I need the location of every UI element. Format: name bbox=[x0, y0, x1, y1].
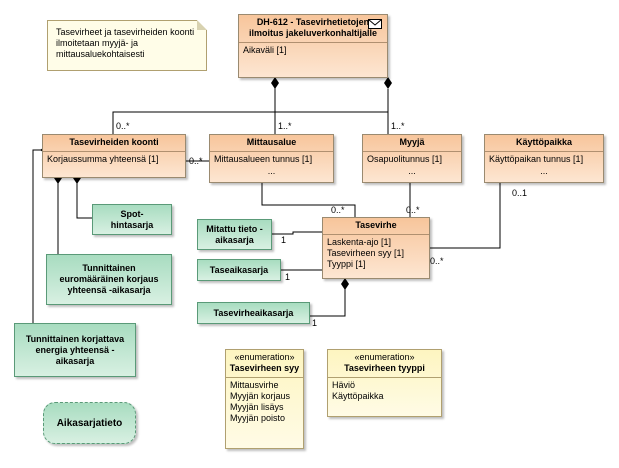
series-taseaikasarja[interactable]: Taseaikasarja bbox=[197, 259, 281, 281]
enum-syy-stereotype: «enumeration» bbox=[234, 352, 295, 362]
mittausalue-tasevirhe-line bbox=[261, 183, 356, 217]
class-mittausalue[interactable]: Mittausalue Mittausalueen tunnus [1] ... bbox=[209, 134, 334, 183]
mult-kayttopaikka-end: 0..1 bbox=[512, 188, 528, 198]
series-euro-label: Tunnittainen euromääräinen korjaus yhtee… bbox=[59, 263, 159, 295]
tasevirhe-mitattu-line bbox=[272, 231, 322, 235]
series-korjattava-energia[interactable]: Tunnittainen korjattava energia yhteensä… bbox=[14, 323, 136, 377]
mult-mitattu-end: 1 bbox=[281, 235, 287, 245]
attribute-kayttopaikan-tunnus: Käyttöpaikan tunnus [1] bbox=[485, 151, 603, 167]
class-name-koonti: Tasevirheiden koonti bbox=[69, 137, 159, 147]
diamond-main-myyja bbox=[384, 77, 392, 89]
koonti-spot-line bbox=[76, 178, 92, 219]
series-spot-hintasarja[interactable]: Spot-hintasarja bbox=[92, 204, 172, 235]
attribute-osapuolitunnus: Osapuolitunnus [1] bbox=[363, 151, 461, 167]
envelope-icon bbox=[368, 19, 382, 29]
enum-tasevirheen-syy[interactable]: «enumeration» Tasevirheen syy Mittausvir… bbox=[225, 349, 304, 449]
attribute-mittausalueen-tunnus: Mittausalueen tunnus [1] bbox=[210, 151, 333, 167]
attribute-laskenta-ajo: Laskenta-ajo [1] bbox=[327, 237, 392, 247]
enum-syy-name: Tasevirheen syy bbox=[229, 363, 300, 373]
class-name-mittausalue: Mittausalue bbox=[246, 137, 297, 147]
diamond-tasevirhe-series bbox=[341, 278, 349, 290]
mult-koonti-mittausalue: 0..* bbox=[189, 156, 203, 166]
attribute-tyyppi: Tyyppi [1] bbox=[327, 259, 366, 269]
attribute-tasevirheen-syy: Tasevirheen syy [1] bbox=[327, 248, 405, 258]
series-tase-label: Taseaikasarja bbox=[209, 264, 269, 275]
more-attributes-myyja: ... bbox=[408, 166, 416, 176]
enum-literal: Myyjän poisto bbox=[230, 413, 286, 423]
series-mitattu-tieto[interactable]: Mitattu tieto -aikasarja bbox=[197, 219, 272, 250]
mult-main-myyja: 1..* bbox=[391, 121, 405, 131]
enum-tyyppi-literals: Häviö Käyttöpaikka bbox=[328, 377, 441, 404]
main-message-attribute: Aikaväli [1] bbox=[239, 42, 387, 58]
series-tasevirheaikasarja[interactable]: Tasevirheaikasarja bbox=[197, 302, 310, 324]
mult-tasevirhe-series-end: 1 bbox=[312, 318, 318, 328]
class-tasevirheiden-koonti[interactable]: Tasevirheiden koonti Korjaussumma yhteen… bbox=[42, 134, 186, 178]
mult-main-mittausalue: 1..* bbox=[278, 121, 292, 131]
class-tasevirhe[interactable]: Tasevirhe Laskenta-ajo [1] Tasevirheen s… bbox=[322, 217, 430, 279]
main-message-title: DH-612 - Tasevirhetietojen ilmoitus jake… bbox=[248, 17, 378, 38]
class-name-tasevirhe: Tasevirhe bbox=[355, 220, 397, 230]
series-tasevirhe-label: Tasevirheaikasarja bbox=[213, 307, 294, 318]
tasevirhe-series-line bbox=[310, 283, 346, 317]
note-fold-corner bbox=[197, 20, 207, 30]
enum-syy-literals: Mittausvirhe Myyjän korjaus Myyjän lisäy… bbox=[226, 377, 303, 426]
series-spot-label: Spot-hintasarja bbox=[110, 208, 154, 230]
more-attributes-mittausalue: ... bbox=[267, 166, 276, 176]
kayttopaikka-tasevirhe-line bbox=[430, 183, 501, 249]
more-attributes-kayttopaikka: ... bbox=[540, 166, 548, 176]
enum-literal: Häviö bbox=[332, 380, 356, 390]
note-text: Tasevirheet ja tasevirheiden koonti ilmo… bbox=[56, 27, 195, 59]
enum-tyyppi-name: Tasevirheen tyyppi bbox=[344, 363, 425, 373]
mult-tase-end: 1 bbox=[285, 272, 291, 282]
mult-main-koonti: 0..* bbox=[116, 121, 130, 131]
series-euromaarainen-korjaus[interactable]: Tunnittainen euromääräinen korjaus yhtee… bbox=[46, 254, 172, 305]
mult-myyja-tasevirhe: 0..* bbox=[406, 205, 420, 215]
enum-tyyppi-stereotype: «enumeration» bbox=[354, 352, 415, 362]
series-mitattu-label: Mitattu tieto -aikasarja bbox=[206, 223, 263, 245]
enum-literal: Myyjän lisäys bbox=[230, 402, 284, 412]
legend-label: Aikasarjatieto bbox=[56, 417, 123, 429]
legend-aikasarjatieto: Aikasarjatieto bbox=[43, 402, 136, 444]
enum-literal: Käyttöpaikka bbox=[332, 391, 384, 401]
mult-mittausalue-tasevirhe: 0..* bbox=[331, 205, 345, 215]
enum-literal: Mittausvirhe bbox=[230, 380, 279, 390]
class-myyja[interactable]: Myyjä Osapuolitunnus [1] ... bbox=[362, 134, 462, 183]
class-name-kayttopaikka: Käyttöpaikka bbox=[515, 137, 573, 147]
main-message-class[interactable]: DH-612 - Tasevirhetietojen ilmoitus jake… bbox=[238, 14, 388, 78]
attribute-korjaussumma: Korjaussumma yhteensä [1] bbox=[43, 151, 185, 167]
diamond-main bbox=[271, 77, 279, 89]
main-koonti-line bbox=[112, 88, 276, 134]
mult-kayttopaikka-tasevirhe: 0..* bbox=[430, 256, 444, 266]
diagram-note: Tasevirheet ja tasevirheiden koonti ilmo… bbox=[47, 20, 207, 71]
tasevirhe-attributes: Laskenta-ajo [1] Tasevirheen syy [1] Tyy… bbox=[323, 234, 429, 272]
series-energia-label: Tunnittainen korjattava energia yhteensä… bbox=[25, 333, 125, 366]
class-name-myyja: Myyjä bbox=[399, 137, 425, 147]
class-kayttopaikka[interactable]: Käyttöpaikka Käyttöpaikan tunnus [1] ... bbox=[484, 134, 604, 183]
enum-literal: Myyjän korjaus bbox=[230, 391, 291, 401]
enum-tasevirheen-tyyppi[interactable]: «enumeration» Tasevirheen tyyppi Häviö K… bbox=[327, 349, 442, 417]
